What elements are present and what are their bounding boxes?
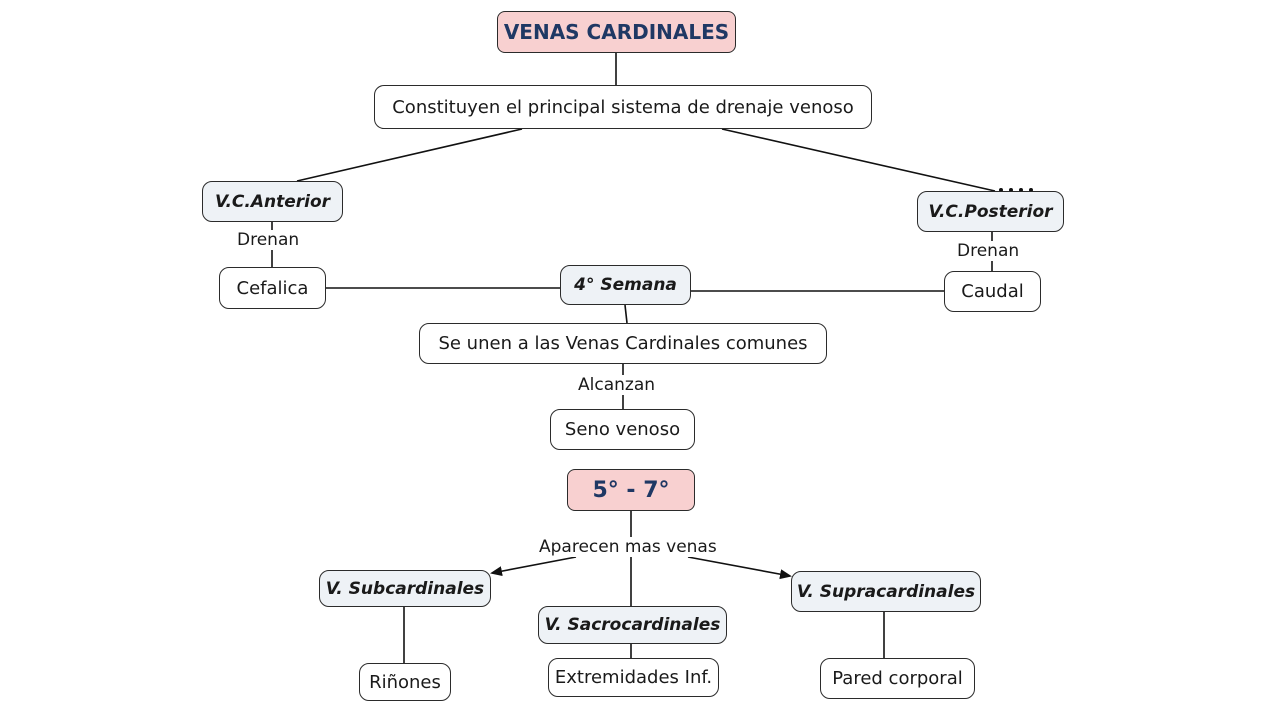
posterior-node: V.C.Posterior [917,191,1064,232]
cefalica-node: Cefalica [219,267,326,309]
title-node: VENAS CARDINALES [497,11,736,53]
sinus-node: Seno venoso [550,409,695,450]
caudal-node: Caudal [944,271,1041,312]
appear-link-label: Aparecen mas venas [536,537,720,557]
union-link-label: Alcanzan [575,375,659,395]
definition-node: Constituyen el principal sistema de dren… [374,85,872,129]
supracardinales-node: V. Supracardinales [791,571,981,612]
rinones-node: Riñones [359,663,451,701]
anterior-node: V.C.Anterior [202,181,343,222]
posterior-link-label: Drenan [954,241,1023,261]
sacrocardinales-node: V. Sacrocardinales [538,606,727,644]
week4-node: 4° Semana [560,265,691,305]
union-node: Se unen a las Venas Cardinales comunes [419,323,827,364]
subcardinales-node: V. Subcardinales [319,570,491,607]
pared-corporal-node: Pared corporal [820,658,975,699]
weeks57-node: 5° - 7° [567,469,695,511]
anterior-link-label: Drenan [234,230,303,250]
extremidades-node: Extremidades Inf. [548,658,719,697]
